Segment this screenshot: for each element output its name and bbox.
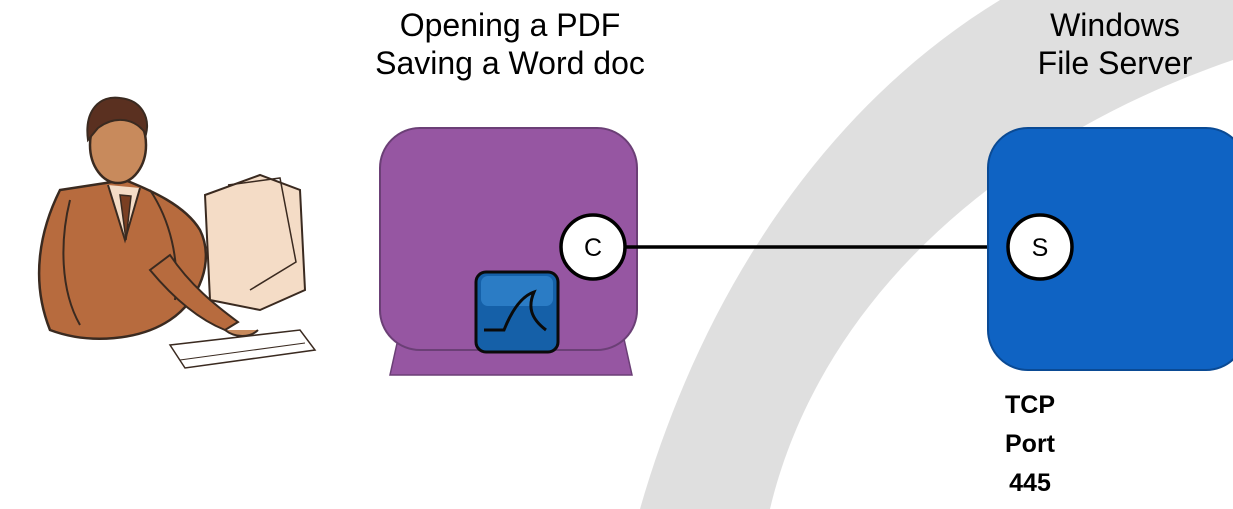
port-label-line1: TCP [1005,391,1055,419]
client-endpoint-label: C [584,234,602,262]
client-endpoint: C [559,213,627,281]
server-endpoint: S [1006,213,1074,281]
port-label-line2: Port [1005,430,1055,458]
client-caption-line2: Saving a Word doc [375,45,645,81]
port-label: TCP Port 445 [990,386,1070,503]
server-caption: Windows File Server [1010,6,1220,82]
client-caption-line1: Opening a PDF [399,7,621,43]
server-box [987,127,1233,371]
port-label-line3: 445 [1009,469,1051,497]
server-endpoint-label: S [1032,234,1049,262]
server-caption-line1: Windows [1050,7,1180,43]
client-caption: Opening a PDF Saving a Word doc [345,6,675,82]
shark-fin-icon [474,270,560,354]
person-at-computer-icon [37,96,317,369]
server-caption-line2: File Server [1037,45,1193,81]
